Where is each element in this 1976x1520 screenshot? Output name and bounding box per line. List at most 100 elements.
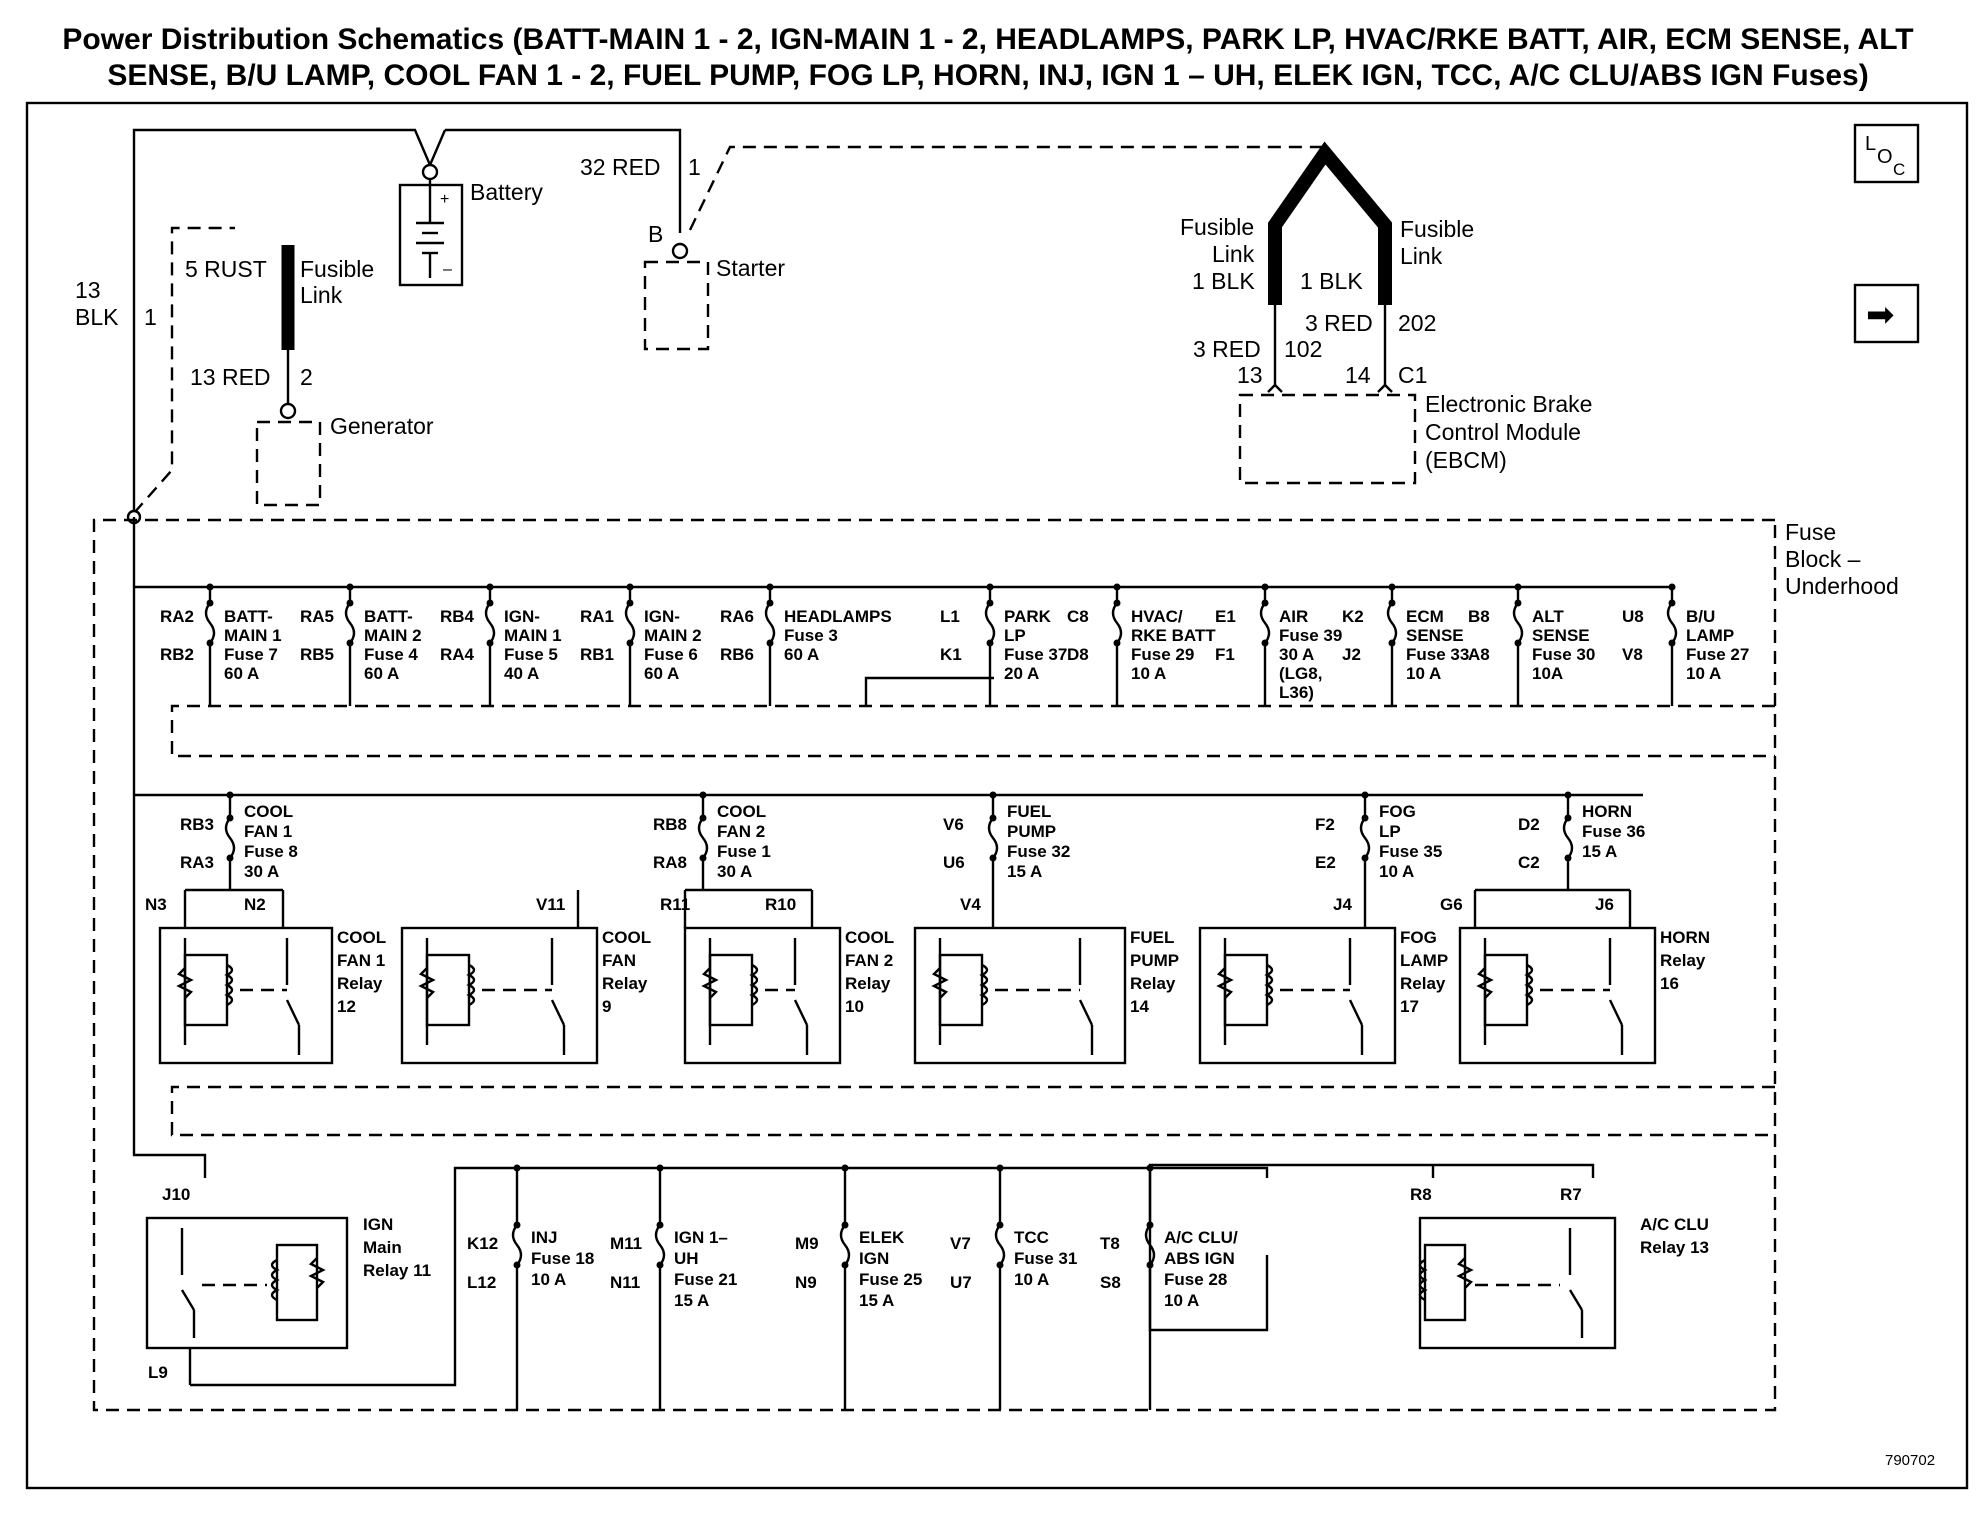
- relay-label-line: Relay: [337, 974, 383, 993]
- relay-label-line: Relay 13: [1640, 1238, 1709, 1257]
- starter-terminal: [671, 242, 689, 260]
- fuse-label-line: Fuse 6: [644, 645, 698, 664]
- fuse-label-line: HEADLAMPS: [784, 607, 892, 626]
- fuse-label-line: Fuse 32: [1007, 842, 1070, 861]
- fuse-bottom-pin: RA8: [653, 853, 687, 872]
- rust-wire-label: 5 RUST: [185, 256, 267, 282]
- fuse-label-line: SENSE: [1532, 626, 1590, 645]
- ebcm-label-1: Electronic Brake: [1425, 391, 1592, 417]
- generator-box: [255, 420, 322, 507]
- fuse-label-line: L36): [1279, 683, 1314, 702]
- fuse-label-line: 60 A: [364, 664, 399, 683]
- fuse-label-line: MAIN 1: [224, 626, 282, 645]
- fuse-top-pin: RA6: [720, 607, 754, 626]
- fuse-label-line: HVAC/: [1131, 607, 1183, 626]
- fuse-bottom-pin: N9: [795, 1273, 817, 1292]
- relay-pin: G6: [1440, 895, 1463, 914]
- starter-label: Starter: [716, 255, 785, 281]
- fuse-label-line: (LG8,: [1279, 664, 1322, 683]
- fuse-label-line: 10 A: [1131, 664, 1166, 683]
- internal-bus: [132, 517, 207, 1178]
- relay-label-line: Relay: [602, 974, 648, 993]
- fuse-label-line: 10 A: [1686, 664, 1721, 683]
- ebcm-label-2: Control Module: [1425, 419, 1581, 445]
- next-page-arrow-icon[interactable]: ➡: [1853, 283, 1920, 344]
- fuse-bottom-pin: RB1: [580, 645, 614, 664]
- relay-pin: R8: [1410, 1185, 1432, 1204]
- starter-pin: B: [648, 221, 663, 247]
- fuse-label-line: 10 A: [1014, 1270, 1049, 1289]
- relay-pin: R11: [660, 895, 690, 914]
- fuse-top-pin: F2: [1315, 815, 1335, 834]
- ebcm-fusible-links: [1268, 141, 1392, 385]
- fuse-label-line: INJ: [531, 1228, 557, 1247]
- fuse-label-line: 10 A: [1379, 862, 1414, 881]
- battery-symbol: + –: [398, 163, 464, 287]
- relay-label-line: IGN: [363, 1215, 393, 1234]
- fuse-bottom-pin: N11: [610, 1273, 640, 1292]
- fuse-label-line: AIR: [1279, 607, 1308, 626]
- fuse-top-pin: RB4: [440, 607, 475, 626]
- fuse-label-line: Fuse 36: [1582, 822, 1645, 841]
- relay-label-line: COOL: [337, 928, 386, 947]
- relay-label-line: 12: [337, 997, 356, 1016]
- relay-label-line: FAN: [602, 951, 636, 970]
- fuse-label-line: FAN 1: [244, 822, 292, 841]
- fuse-label-line: ELEK: [859, 1228, 905, 1247]
- fuse-top-pin: L1: [940, 607, 960, 626]
- fuse-label-line: TCC: [1014, 1228, 1049, 1247]
- main-wire-color-1: 13: [75, 277, 101, 303]
- relay-label-line: FAN 1: [337, 951, 385, 970]
- relay-pin: J10: [162, 1185, 190, 1204]
- figure-number: 790702: [1885, 1452, 1935, 1469]
- fuse-label-line: Fuse 21: [674, 1270, 737, 1289]
- fuse-block-label-2: Block –: [1785, 546, 1861, 572]
- relay-label-line: 10: [845, 997, 864, 1016]
- relay-pin: L9: [148, 1363, 168, 1382]
- fuse-top-pin: M9: [795, 1234, 819, 1253]
- location-icon[interactable]: L O C: [1853, 123, 1920, 184]
- ebcm-wire-1-ckt: 102: [1284, 336, 1322, 362]
- battery-label: Battery: [470, 179, 543, 205]
- fuse-label-line: Fuse 8: [244, 842, 298, 861]
- fuse-bottom-pin: RB6: [720, 645, 754, 664]
- fuse-label-line: COOL: [717, 802, 766, 821]
- fuse-bottom-pin: E2: [1315, 853, 1336, 872]
- fuse-top-pin: RB3: [180, 815, 214, 834]
- fuse-top-pin: E1: [1215, 607, 1236, 626]
- fuse-label-line: Fuse 4: [364, 645, 418, 664]
- fuse-label-line: MAIN 1: [504, 626, 562, 645]
- gen-wire-pin: 2: [300, 364, 313, 390]
- fuse-top-pin: C8: [1067, 607, 1089, 626]
- fuse-bottom-pin: RB5: [300, 645, 334, 664]
- fuse-label-line: Fuse 28: [1164, 1270, 1227, 1289]
- fuse-bottom-pin: L12: [467, 1273, 496, 1292]
- fuse-label-line: B/U: [1686, 607, 1715, 626]
- fuse-label-line: 15 A: [674, 1291, 709, 1310]
- fuse-block-label-3: Underhood: [1785, 573, 1899, 599]
- separator-row-1: [170, 704, 1775, 758]
- fuse-label-line: FOG: [1379, 802, 1416, 821]
- fuse-label-line: 15 A: [1582, 842, 1617, 861]
- fuse-top-pin: B8: [1468, 607, 1490, 626]
- fuse-label-line: IGN: [859, 1249, 889, 1268]
- fuse-bottom-pin: S8: [1100, 1273, 1121, 1292]
- fuse-top-pin: RA2: [160, 607, 194, 626]
- fuse-label-line: LP: [1004, 626, 1026, 645]
- fuse-label-line: Fuse 5: [504, 645, 558, 664]
- fuse-label-line: HORN: [1582, 802, 1632, 821]
- fuse-bottom-pin: A8: [1468, 645, 1490, 664]
- fuse-label-line: Fuse 3: [784, 626, 838, 645]
- relay-label-line: A/C CLU: [1640, 1215, 1709, 1234]
- fuse-top-pin: RB8: [653, 815, 687, 834]
